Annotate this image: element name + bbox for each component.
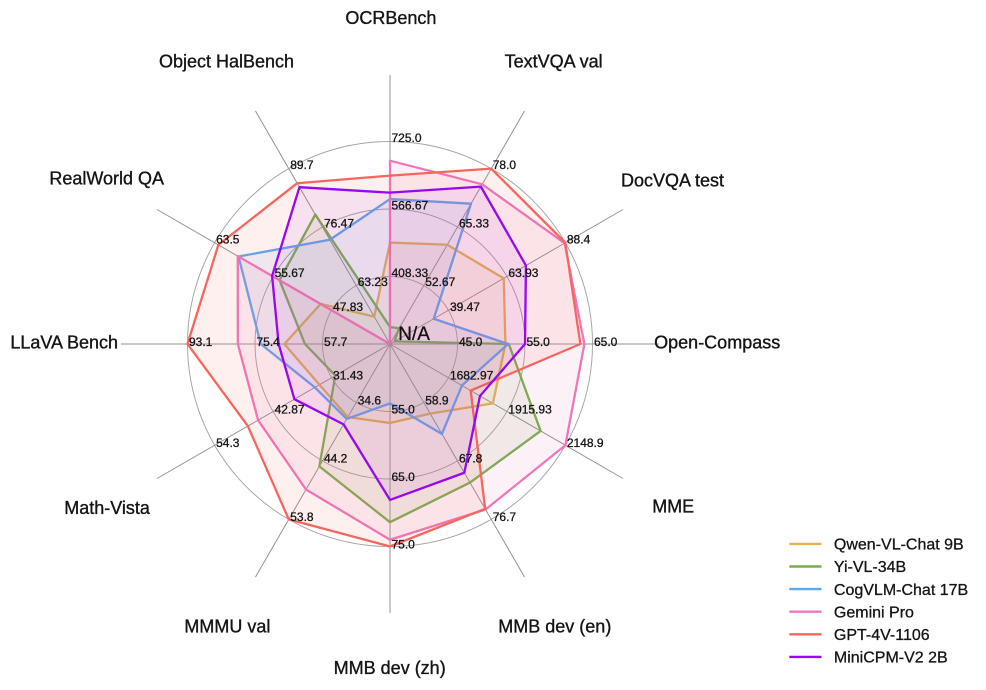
svg-text:93.1: 93.1: [189, 335, 213, 349]
svg-text:47.83: 47.83: [333, 300, 363, 314]
svg-text:Qwen-VL-Chat 9B: Qwen-VL-Chat 9B: [834, 537, 964, 554]
svg-text:63.23: 63.23: [358, 275, 388, 289]
svg-text:44.2: 44.2: [324, 452, 348, 466]
svg-text:Math-Vista: Math-Vista: [64, 498, 151, 518]
svg-text:42.87: 42.87: [275, 402, 305, 416]
svg-text:CogVLM-Chat 17B: CogVLM-Chat 17B: [834, 582, 968, 599]
svg-text:88.4: 88.4: [567, 232, 591, 246]
svg-text:76.7: 76.7: [493, 510, 517, 524]
svg-text:67.8: 67.8: [459, 452, 483, 466]
svg-text:DocVQA test: DocVQA test: [621, 171, 724, 191]
svg-text:Yi-VL-34B: Yi-VL-34B: [834, 559, 906, 576]
svg-text:725.0: 725.0: [392, 131, 422, 145]
svg-text:58.9: 58.9: [425, 393, 449, 407]
svg-text:55.0: 55.0: [392, 402, 416, 416]
svg-text:63.93: 63.93: [508, 266, 538, 280]
svg-text:RealWorld QA: RealWorld QA: [49, 168, 164, 188]
svg-text:65.0: 65.0: [594, 335, 618, 349]
svg-text:34.6: 34.6: [358, 393, 382, 407]
svg-text:63.5: 63.5: [216, 232, 240, 246]
svg-text:45.0: 45.0: [459, 335, 483, 349]
svg-text:53.8: 53.8: [290, 510, 314, 524]
svg-text:52.67: 52.67: [425, 275, 455, 289]
svg-text:78.0: 78.0: [493, 158, 517, 172]
svg-text:1915.93: 1915.93: [508, 402, 552, 416]
svg-text:OCRBench: OCRBench: [345, 8, 436, 28]
svg-text:75.4: 75.4: [257, 335, 281, 349]
svg-text:GPT-4V-1106: GPT-4V-1106: [834, 627, 930, 644]
svg-text:55.67: 55.67: [275, 266, 305, 280]
svg-text:1682.97: 1682.97: [450, 369, 494, 383]
svg-text:566.67: 566.67: [392, 199, 429, 213]
svg-text:MiniCPM-V2 2B: MiniCPM-V2 2B: [834, 650, 948, 667]
svg-text:65.33: 65.33: [459, 217, 489, 231]
svg-text:57.7: 57.7: [324, 335, 348, 349]
svg-text:75.0: 75.0: [392, 537, 416, 551]
svg-text:TextVQA val: TextVQA val: [505, 52, 603, 72]
svg-text:MMB dev (zh): MMB dev (zh): [334, 658, 446, 678]
svg-text:MMB dev (en): MMB dev (en): [498, 617, 611, 637]
svg-text:31.43: 31.43: [333, 369, 363, 383]
svg-text:N/A: N/A: [398, 324, 430, 345]
svg-text:76.47: 76.47: [324, 217, 354, 231]
svg-text:MME: MME: [652, 497, 694, 517]
svg-text:Gemini Pro: Gemini Pro: [834, 604, 914, 621]
svg-text:65.0: 65.0: [392, 470, 416, 484]
svg-text:Object HalBench: Object HalBench: [159, 52, 294, 72]
svg-text:39.47: 39.47: [450, 300, 480, 314]
svg-text:Open-Compass: Open-Compass: [654, 332, 780, 352]
svg-text:LLaVA Bench: LLaVA Bench: [10, 332, 118, 352]
svg-text:89.7: 89.7: [290, 158, 314, 172]
svg-text:55.0: 55.0: [527, 335, 551, 349]
svg-text:2148.9: 2148.9: [567, 436, 604, 450]
svg-text:MMMU val: MMMU val: [184, 617, 270, 637]
svg-text:408.33: 408.33: [392, 266, 429, 280]
svg-text:54.3: 54.3: [216, 436, 240, 450]
